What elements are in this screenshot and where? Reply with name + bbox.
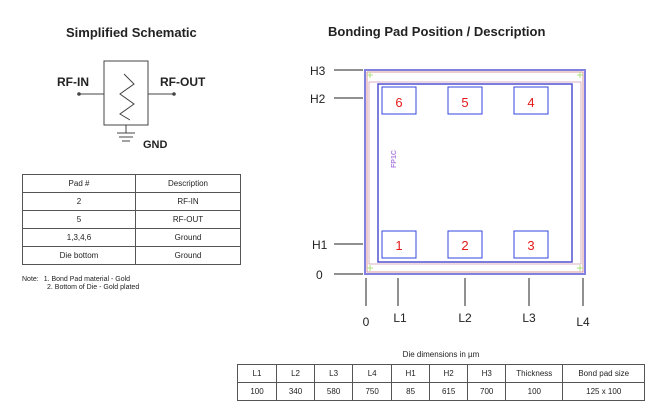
l1-label: L1: [393, 311, 407, 325]
header-cell: L2: [276, 364, 316, 383]
zero-h-label: 0: [316, 268, 323, 282]
cell: 2: [22, 192, 136, 211]
h2-label: H2: [310, 92, 326, 106]
value-cell: 85: [391, 382, 431, 401]
value-cell: 125 x 100: [562, 382, 645, 401]
value-cell: 580: [314, 382, 354, 401]
pad-number: 1: [395, 238, 402, 253]
pad-number: 6: [395, 95, 402, 110]
schematic-title: Simplified Schematic: [66, 25, 197, 40]
pad-number: 5: [461, 95, 468, 110]
value-cell: 700: [467, 382, 507, 401]
header-cell: L4: [352, 364, 393, 383]
bond-pad-3: [513, 230, 549, 259]
cell: 5: [22, 210, 136, 229]
cell: RF-OUT: [135, 210, 241, 229]
header-cell: Description: [135, 174, 241, 193]
attenuator-box: [103, 60, 149, 126]
bond-pad-6: [381, 86, 417, 115]
dim-caption: Die dimensions in µm: [402, 350, 480, 359]
note-item: 2. Bottom of Die - Gold plated: [47, 284, 140, 291]
note-label: Note:: [22, 276, 39, 283]
zero-l-label: 0: [363, 315, 370, 329]
pad-number: 3: [527, 238, 534, 253]
ground-icon: [117, 132, 135, 142]
bond-pad-1: [381, 230, 417, 259]
notes: Note: 1. Bond Pad material - Gold 2. Bot…: [22, 276, 139, 292]
header-cell: Bond pad size: [562, 364, 645, 383]
l3-label: L3: [522, 311, 536, 325]
die-marking: FP1C: [391, 150, 398, 168]
cell: Ground: [135, 228, 241, 247]
bond-pad-4: [513, 86, 549, 115]
pad-number: 4: [527, 95, 534, 110]
header-cell: Pad #: [22, 174, 136, 193]
resistor-icon: [119, 73, 135, 121]
die-drawing: [334, 69, 586, 306]
value-cell: 615: [429, 382, 469, 401]
schematic-diagram: [77, 60, 176, 142]
header-cell: L1: [236, 364, 278, 383]
header-cell: Thickness: [505, 364, 564, 383]
header-cell: H1: [391, 364, 431, 383]
pad-number: 2: [461, 238, 468, 253]
cell: 1,3,4,6: [22, 228, 136, 247]
header-cell: H3: [467, 364, 507, 383]
bond-pad-2: [447, 230, 483, 259]
cell: RF-IN: [135, 192, 241, 211]
cell: Ground: [135, 246, 241, 265]
value-cell: 100: [505, 382, 564, 401]
note-item: 1. Bond Pad material - Gold: [43, 276, 131, 283]
l2-label: L2: [458, 311, 472, 325]
rf-out-label: RF-OUT: [160, 75, 206, 89]
header-cell: L3: [314, 364, 354, 383]
value-cell: 750: [352, 382, 393, 401]
value-cell: 340: [276, 382, 316, 401]
cell: Die bottom: [22, 246, 136, 265]
bonding-title: Bonding Pad Position / Description: [328, 24, 546, 39]
l4-label: L4: [576, 315, 590, 329]
value-cell: 100: [236, 382, 278, 401]
h1-label: H1: [312, 238, 328, 252]
h3-label: H3: [310, 64, 326, 78]
bond-pad-5: [447, 86, 483, 115]
gnd-label: GND: [143, 139, 168, 151]
rf-in-label: RF-IN: [57, 75, 89, 89]
header-cell: H2: [429, 364, 469, 383]
